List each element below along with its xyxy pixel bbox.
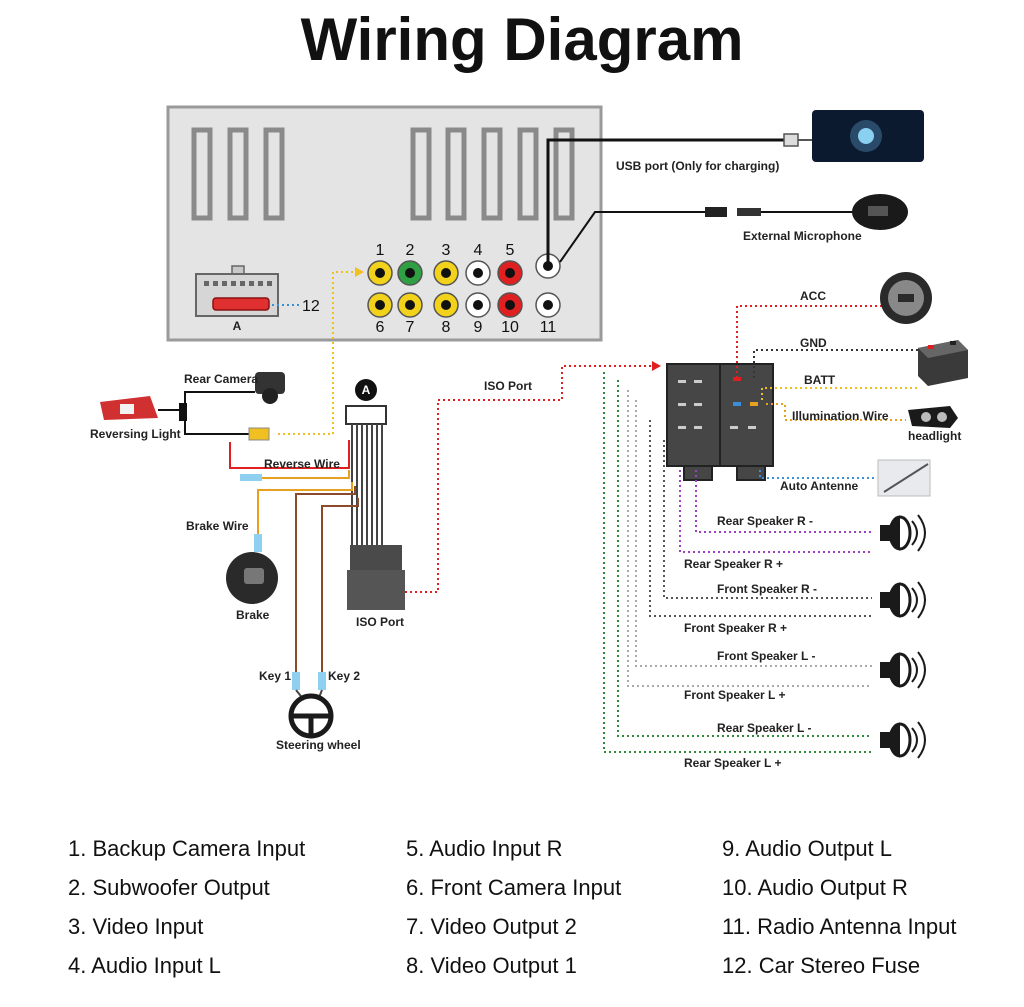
batt-label: BATT [804,373,836,387]
acc-wire [736,305,900,378]
harness-a-label: A [362,383,371,397]
rca-port-number: 8 [442,319,451,336]
iso-port-top-label: ISO Port [484,379,532,393]
rca-port-hole [473,268,483,278]
speaker-icon-front-left [880,651,926,689]
usb-port-label: USB port (Only for charging) [616,159,779,173]
rca-port-number: 9 [474,319,483,336]
iso-connector [666,363,774,481]
rca-port-hole [375,268,385,278]
rca-port-number: 5 [506,242,515,259]
front-speaker-l-plus-label: Front Speaker L + [684,688,785,702]
rca-port-number: 1 [376,242,385,259]
rca-port-hole [441,300,451,310]
rca-port-hole [441,268,451,278]
rca-port-hole [405,268,415,278]
rear-speaker-l-plus-label: Rear Speaker L + [684,756,782,770]
legend-item: 2. Subwoofer Output [68,875,270,900]
speaker-icon-rear-left [880,721,926,759]
rca-port-hole [505,300,515,310]
auto-antenna-label: Auto Antenne [780,479,859,493]
rca-port-number: 4 [474,242,483,259]
reverse-wire-label: Reverse Wire [264,457,340,471]
rca-port-hole [375,300,385,310]
acc-label: ACC [800,289,826,303]
batt-wire [761,387,920,400]
reversing-light-icon [100,396,158,420]
speaker-wires [603,372,872,753]
iso-port-wire [405,361,661,593]
legend-item: 12. Car Stereo Fuse [722,953,921,978]
steering-wheel-icon [288,693,334,739]
rca-port-hole [505,268,515,278]
rca-port-number: 6 [376,319,385,336]
legend-item: 6. Front Camera Input [406,875,622,900]
legend-item: 7. Video Output 2 [406,914,577,939]
fuse-connector-12: A 12 [195,265,320,333]
page-title: Wiring Diagram [301,6,744,73]
brake-label: Brake [236,608,270,622]
rca-ports: 1 2 3 4 5 6 7 8 9 10 11 [367,242,561,336]
rear-speaker-r-minus-label: Rear Speaker R - [717,514,813,528]
front-speaker-r-minus-label: Front Speaker R - [717,582,817,596]
microphone-icon [852,194,908,230]
key-2-label: Key 2 [328,669,360,683]
auto-antenna-wire [759,470,876,479]
legend-item: 3. Video Input [68,914,204,939]
speaker-icon-rear-right [880,514,926,552]
rca-port-number: 7 [406,319,415,336]
ignition-key-icon [880,272,932,324]
usb-cable [546,133,812,262]
rca-port-number: 2 [406,242,415,259]
legend-item: 9. Audio Output L [722,836,893,861]
backup-camera-wire [278,267,364,435]
legend-item: 10. Audio Output R [722,875,908,900]
rear-camera-icon [255,372,285,404]
gnd-label: GND [800,336,827,350]
rca-port-number: 10 [501,319,519,336]
front-speaker-l-minus-label: Front Speaker L - [717,649,815,663]
illumination-wire-label: Illumination Wire [792,409,889,423]
fuse-number: 12 [302,298,320,315]
rca-port-number: 11 [540,319,557,336]
usb-jack-hole [543,261,553,271]
legend-item: 8. Video Output 1 [406,953,577,978]
brake-wire-label: Brake Wire [186,519,249,533]
external-microphone-label: External Microphone [743,229,862,243]
rca-port-hole [405,300,415,310]
antenna-icon [877,459,931,497]
rear-speaker-r-plus-label: Rear Speaker R + [684,557,783,571]
legend-item: 4. Audio Input L [68,953,221,978]
rca-port-hole [543,300,553,310]
headlight-label: headlight [908,429,961,443]
reversing-light-label: Reversing Light [90,427,181,441]
fuse-connector-label: A [233,319,242,333]
legend-item: 1. Backup Camera Input [68,836,306,861]
phone-icon [812,110,924,162]
rear-camera-label: Rear Camera [184,372,258,386]
speaker-icon-front-right [880,581,926,619]
battery-icon [918,340,968,386]
rca-port-number: 3 [442,242,451,259]
gnd-wire [753,349,920,378]
illumination-wire [766,403,906,421]
rca-port-hole [473,300,483,310]
key-1-label: Key 1 [259,669,291,683]
front-speaker-r-plus-label: Front Speaker R + [684,621,787,635]
legend-item: 11. Radio Antenna Input [722,914,957,939]
brake-icon [226,552,278,604]
iso-port-bottom-label: ISO Port [356,615,404,629]
head-unit-vents [191,127,575,221]
steering-wheel-label: Steering wheel [276,738,361,752]
rear-speaker-l-minus-label: Rear Speaker L - [717,721,812,735]
microphone-cable [559,207,855,263]
headlight-icon [908,406,958,428]
legend-item: 5. Audio Input R [406,836,563,861]
